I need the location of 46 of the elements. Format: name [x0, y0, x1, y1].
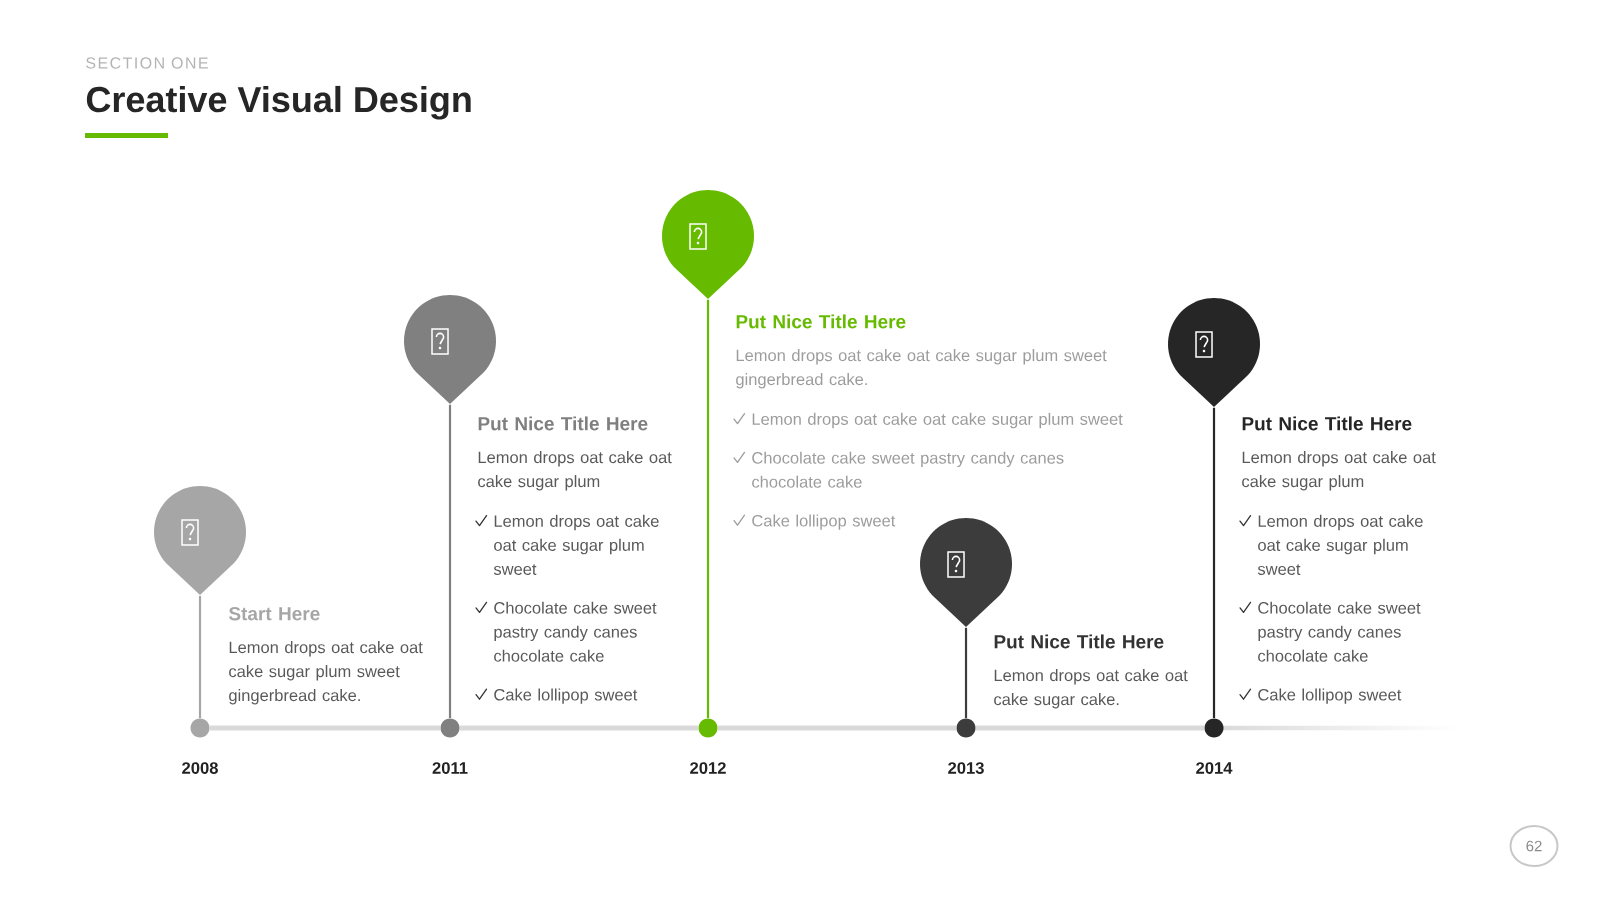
description-text: Lemon drops oat cake oat cake sugar plum sweet gingerbread cake. — [736, 349, 1107, 389]
stem-line — [1212, 407, 1216, 719]
stem-line — [706, 299, 710, 719]
timeline-segment — [459, 725, 699, 731]
timeline-dot — [190, 718, 210, 738]
list-item: Cake lollipop sweet — [752, 514, 896, 530]
list-item: Lemon drops oat cake oat cake sugar plum sweet — [1257, 514, 1423, 575]
description-text: Lemon drops oat cake oat cake sugar plum — [1242, 451, 1436, 491]
timeline-dot — [698, 718, 718, 738]
milestone-title: Put Nice Title Here — [1242, 416, 1412, 431]
page-number: 62 — [1509, 825, 1559, 867]
pin-marker — [920, 518, 1012, 627]
timeline-segment — [209, 725, 441, 731]
list-item: Chocolate cake sweet pastry candy canes chocolate cake — [494, 601, 657, 662]
list-item: Lemon drops oat cake oat cake sugar plum sweet — [752, 412, 1123, 429]
year-label: 2011 — [432, 762, 468, 774]
stem-line — [964, 627, 968, 719]
description-text: Lemon drops oat cake oat cake sugar cake. — [994, 669, 1188, 709]
stem-line — [448, 404, 452, 719]
timeline-segment — [717, 725, 957, 731]
description-text: Lemon drops oat cake oat cake sugar plum — [478, 451, 672, 491]
year-label: 2012 — [690, 762, 726, 774]
slide-title: Creative Visual Design — [86, 85, 471, 120]
list-item: Chocolate cake sweet pastry candy canes chocolate cake — [1258, 601, 1421, 662]
year-label: 2014 — [1196, 762, 1233, 774]
list-item: Chocolate cake sweet pastry candy canes chocolate cake — [752, 451, 1064, 488]
timeline-dot — [956, 718, 976, 738]
list-item: Cake lollipop sweet — [494, 688, 638, 704]
timeline-dot — [440, 718, 460, 738]
timeline-segment — [975, 725, 1205, 731]
pin-marker — [154, 486, 246, 595]
description-text: Lemon drops oat cake oat cake sugar plum sweet gingerbread cake. — [229, 641, 423, 705]
year-label: 2008 — [182, 762, 218, 774]
pin-marker — [1168, 298, 1260, 407]
pin-marker — [404, 295, 496, 404]
timeline-dot — [1204, 718, 1224, 738]
milestone-title: Start Here — [228, 606, 320, 621]
pin-marker — [662, 190, 754, 299]
year-label: 2013 — [948, 762, 984, 774]
milestone-title: Put Nice Title Here — [994, 634, 1164, 649]
stem-line — [198, 595, 202, 719]
section-label: SECTION ONE — [86, 57, 208, 69]
milestone-title: Put Nice Title Here — [478, 416, 648, 431]
list-item: Cake lollipop sweet — [1258, 688, 1402, 704]
milestone-title: Put Nice Title Here — [736, 314, 906, 329]
list-item: Lemon drops oat cake oat cake sugar plum sweet — [493, 514, 659, 575]
